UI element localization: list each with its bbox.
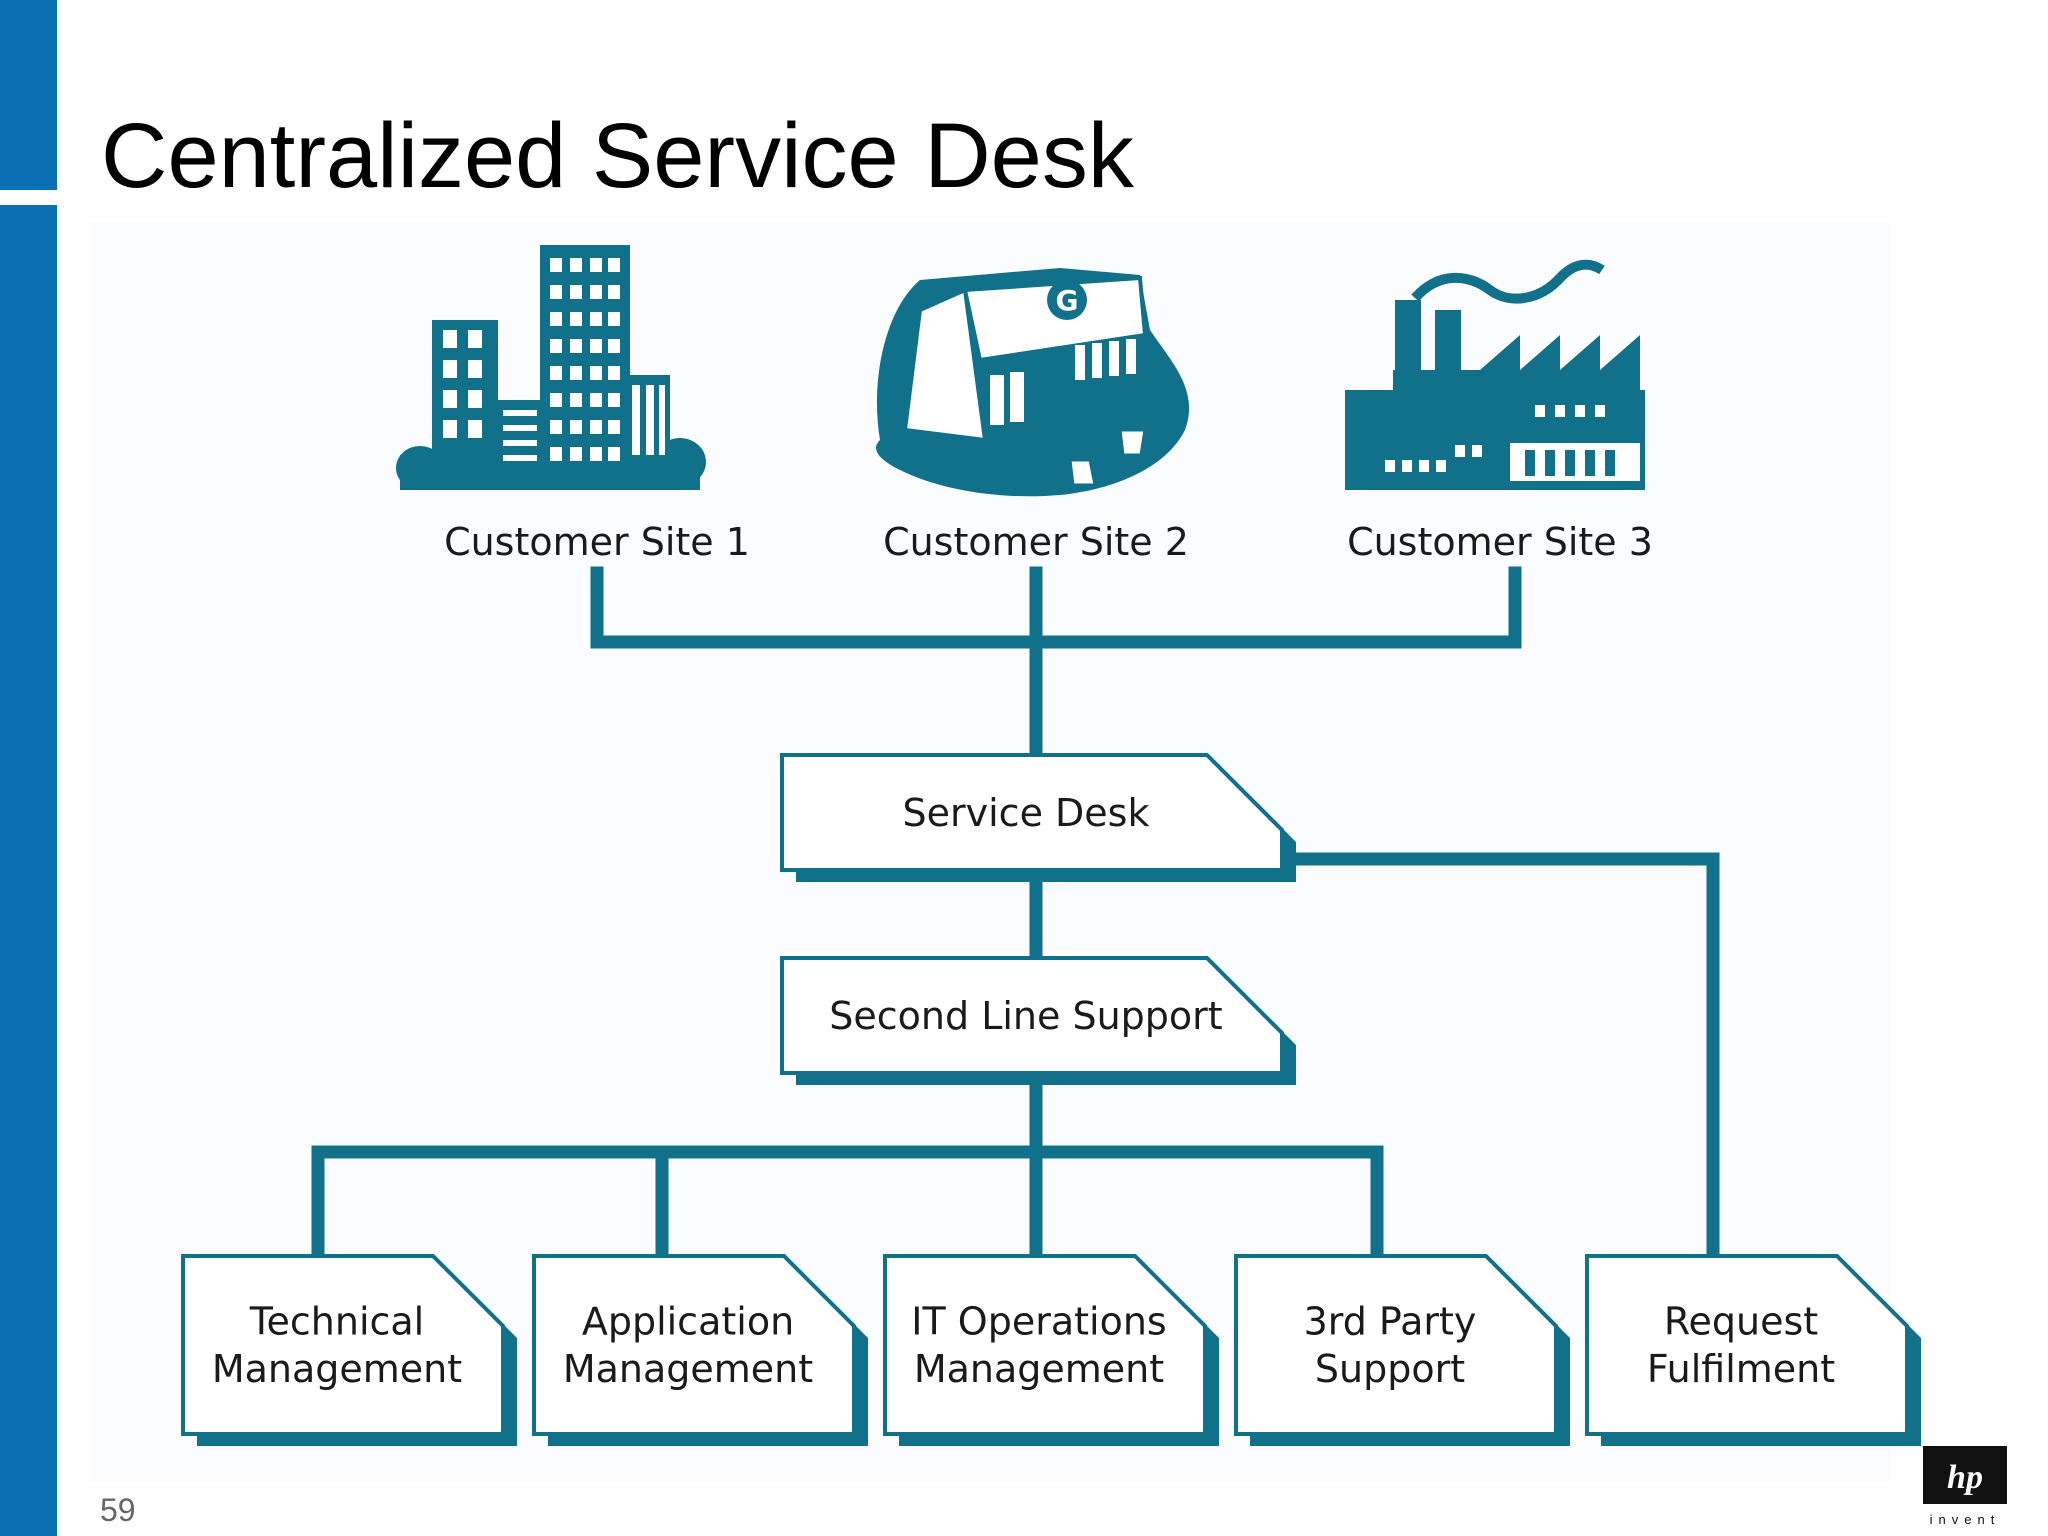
connector-lines [311, 566, 1720, 1265]
service-desk-box-label-line-1: Service Desk [903, 791, 1150, 835]
service-desk-box: Service Desk [780, 753, 1296, 882]
accent-bar-bottom [0, 205, 57, 1536]
sites-connector [590, 566, 1522, 649]
second-line-support-box-outline [780, 956, 1284, 1075]
team-box-1-outline [181, 1254, 505, 1436]
office-buildings-icon [396, 245, 706, 490]
customer-site-1-label: Customer Site 1 [444, 520, 750, 564]
team-box-2-outline [532, 1254, 856, 1436]
hp-logo: hp invent [1923, 1446, 2007, 1527]
team-box-2-label-line-1: Application [582, 1300, 794, 1344]
team-box-5-outline [1585, 1254, 1909, 1436]
second-line-support-box-label-line-1: Second Line Support [829, 994, 1222, 1038]
team-box-4-label-line-2: Support [1315, 1347, 1465, 1391]
hp-logo-mark [1923, 1446, 2007, 1504]
team-box-3-label-line-2: Management [914, 1347, 1164, 1391]
customer-site-3-label: Customer Site 3 [1347, 520, 1653, 564]
service-desk-box-outline [780, 753, 1284, 872]
svg-text:G: G [1056, 284, 1079, 317]
team-box-5-label-line-2: Fulfilment [1647, 1347, 1835, 1391]
supermarket-building-icon: G [876, 268, 1190, 497]
team-box-3-outline [883, 1254, 1207, 1436]
accent-bar-top [0, 0, 57, 190]
team-box-5-label-line-1: Request [1664, 1300, 1818, 1344]
factory-icon [1345, 259, 1645, 490]
slide-number: 59 [100, 1492, 136, 1528]
team-box-4-outline [1234, 1254, 1558, 1436]
teams-connector [311, 1145, 1384, 1265]
team-box-1-label-line-2: Management [212, 1347, 462, 1391]
team-box-1-label-line-1: Technical [249, 1300, 425, 1344]
team-box-2-label-line-2: Management [563, 1347, 813, 1391]
site-icons: G [396, 245, 1645, 497]
service-desk-to-request-fulfilment-line [1278, 852, 1720, 1265]
team-box-4-label-line-1: 3rd Party [1304, 1300, 1477, 1344]
slide-title: Centralized Service Desk [101, 105, 1134, 207]
customer-site-2-label: Customer Site 2 [883, 520, 1189, 564]
site-labels: Customer Site 1 Customer Site 2 Customer S… [444, 520, 1653, 564]
second-line-support-box: Second Line Support [780, 956, 1296, 1085]
hp-logo-letters: hp [1947, 1459, 1983, 1496]
team-box-3-label-line-1: IT Operations [911, 1300, 1166, 1344]
hp-logo-tagline: invent [1930, 1512, 2001, 1527]
